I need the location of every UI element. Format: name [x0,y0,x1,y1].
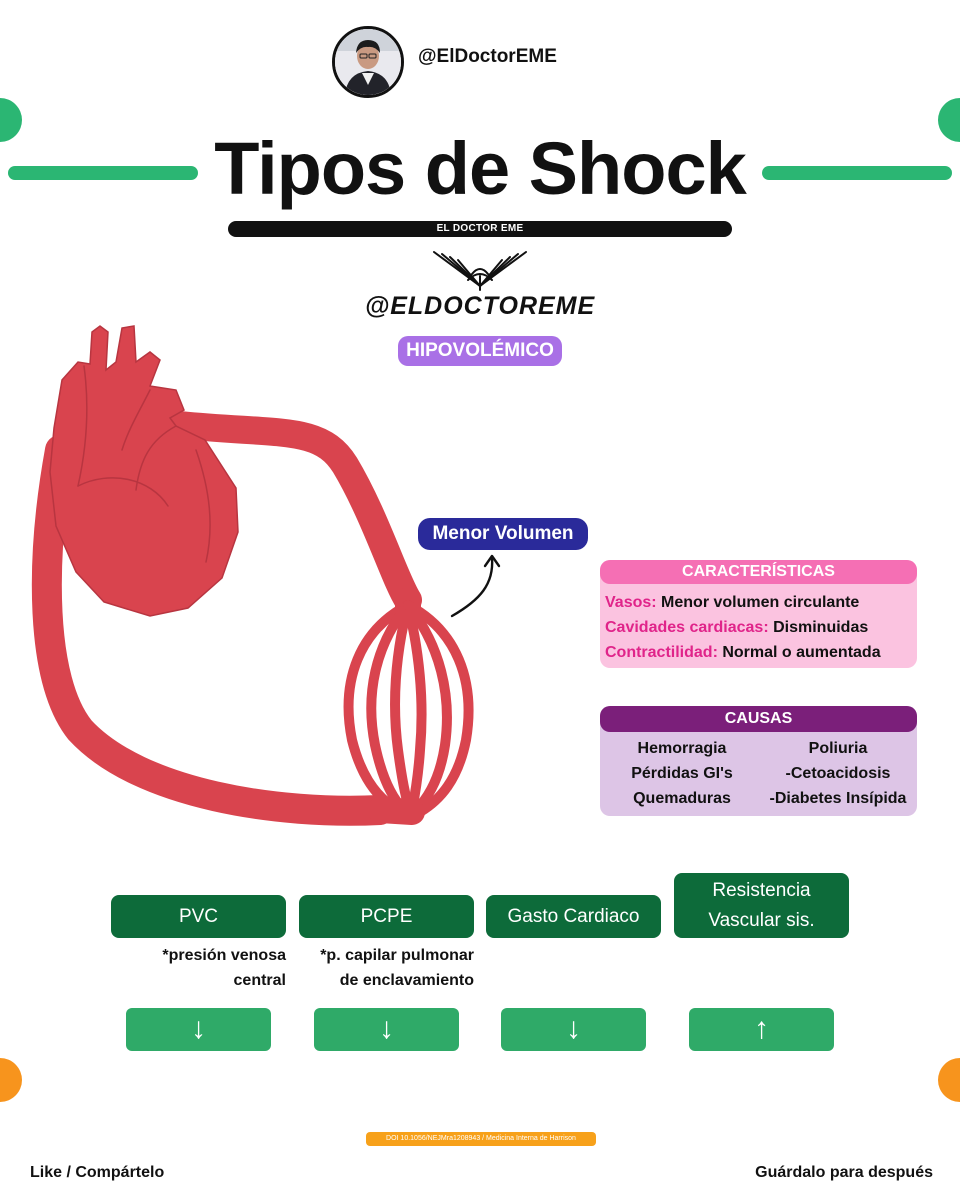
green-dot-left [0,98,22,142]
arrow-to-label-icon [450,554,501,618]
param-label: PCPE [360,905,413,927]
characteristic-key: Vasos: [605,594,657,611]
reference-citation: DOI 10.1056/NEJMra1208943 / Medicina Int… [366,1132,596,1146]
circulation-diagram [31,325,501,826]
characteristic-value: Disminuidas [773,619,869,636]
cause-right: -Diabetes Insípida [769,790,907,807]
title-bar-left [8,166,198,180]
param-resistencia: Resistencia Vascular sis. [674,873,849,938]
subtitle-bar [228,221,732,237]
cause-right: Poliuria [808,740,868,757]
param-label: Gasto Cardiaco [507,905,640,927]
param-label: PVC [178,905,219,927]
characteristic-key: Contractilidad: [605,644,718,661]
pcpe-down-arrow-icon: ↓ [314,1008,459,1051]
capillary-bundle [343,600,474,817]
param-pvc: PVC [111,895,286,938]
characteristic-row: Contractilidad: Normal o aumentada [605,644,881,662]
pvc-down-arrow-icon: ↓ [126,1008,271,1051]
orange-dot-left [0,1058,22,1102]
param-note-pvc: *presión venosa central [111,943,286,993]
gasto-down-arrow-icon: ↓ [501,1008,646,1051]
avatar [332,26,404,98]
cause-left: Quemaduras [633,790,731,807]
note-line: de enclavamiento [339,972,474,989]
caduceus-wings-icon [433,251,527,291]
volume-label: Menor Volumen [418,518,588,550]
characteristic-value: Normal o aumentada [722,644,881,661]
subtitle: EL DOCTOR EME [436,223,524,234]
orange-dot-right [938,1058,960,1102]
characteristics-header: CARACTERÍSTICAS [600,560,917,584]
avatar-photo-icon [335,29,401,95]
note-line: *p. capilar pulmonar [320,947,474,964]
cause-right: -Cetoacidosis [785,765,891,782]
param-label-line1: Resistencia [712,879,811,901]
causes-header: CAUSAS [600,706,917,732]
param-pcpe: PCPE [299,895,474,938]
param-gasto-cardiaco: Gasto Cardiaco [486,895,661,938]
title-bar-right [762,166,952,180]
handle[interactable]: @ElDoctorEME [418,46,557,67]
cause-left: Hemorragia [637,740,727,757]
note-line: central [233,972,286,989]
characteristic-row: Cavidades cardiacas: Disminuidas [605,619,868,637]
green-dot-right [938,98,960,142]
characteristic-key: Cavidades cardiacas: [605,619,769,636]
characteristic-value: Menor volumen circulante [661,594,860,611]
note-line: *presión venosa [162,947,286,964]
param-note-pcpe: *p. capilar pulmonar de enclavamiento [294,943,474,993]
heart-icon [49,325,239,617]
resistencia-up-arrow-icon: ↑ [689,1008,834,1051]
param-label-line2: Vascular sis. [708,909,815,931]
shock-type-badge: HIPOVOLÉMICO [398,336,562,366]
logo-text: @ELDOCTOREME [364,292,596,320]
characteristic-row: Vasos: Menor volumen circulante [605,594,859,612]
save-for-later-text[interactable]: Guárdalo para después [755,1164,933,1181]
page-title: Tipos de Shock [214,127,747,210]
cause-left: Pérdidas GI's [631,765,733,782]
like-share-text[interactable]: Like / Compártelo [30,1164,165,1181]
